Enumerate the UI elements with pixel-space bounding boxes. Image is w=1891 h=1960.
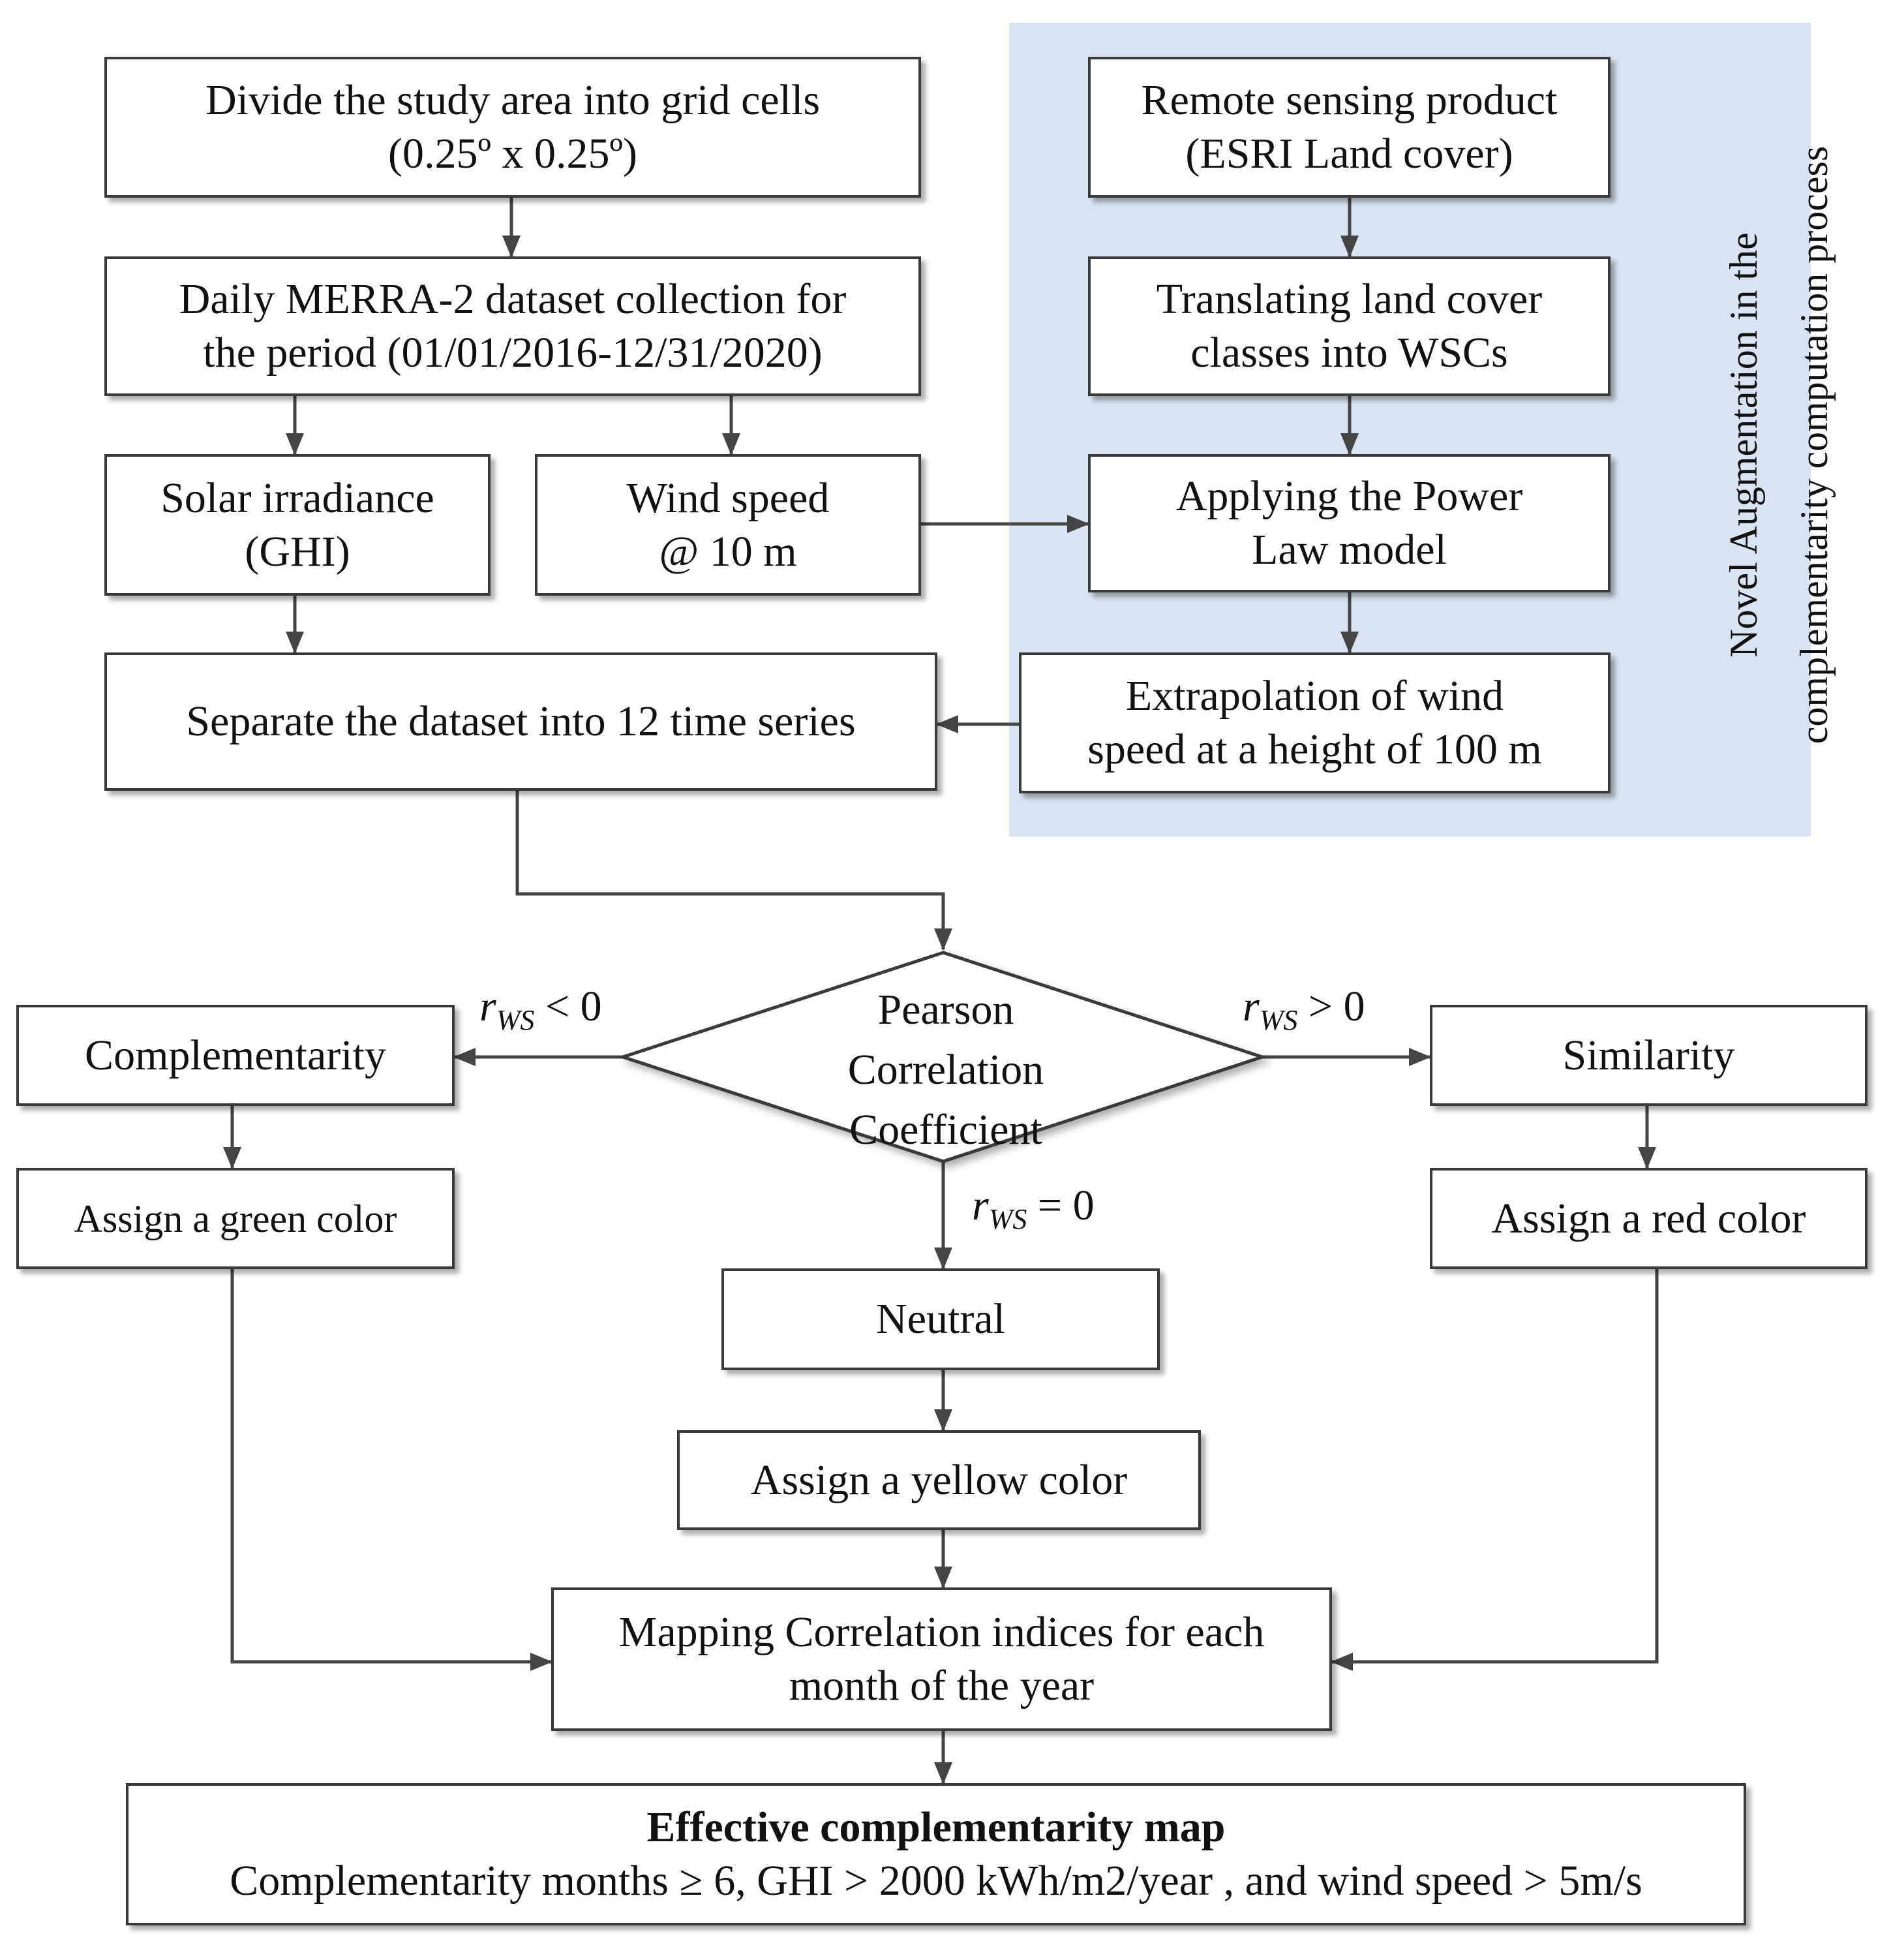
effective-map-box: Effective complementarity map Complement… xyxy=(126,1783,1746,1925)
pearson-correlation-label: Pearson Correlation Coefficient xyxy=(848,986,1044,1154)
power-law-line1: Applying the Power xyxy=(1175,472,1523,520)
solar-irradiance-line1: Solar irradiance xyxy=(160,474,434,522)
wind-speed-line1: Wind speed xyxy=(626,474,830,522)
separate-dataset-line1: Separate the dataset into 12 time series xyxy=(186,697,856,745)
separate-dataset-box: Separate the dataset into 12 time series xyxy=(104,652,937,791)
similarity-label: Similarity xyxy=(1562,1031,1735,1079)
condition-zero-sub: WS xyxy=(988,1203,1027,1235)
condition-zero-var: r xyxy=(972,1182,989,1229)
divide-grid-line1: Divide the study area into grid cells xyxy=(205,76,821,124)
wind-speed-box: Wind speed @ 10 m xyxy=(535,454,921,596)
neutral-box: Neutral xyxy=(721,1268,1160,1370)
solar-irradiance-box: Solar irradiance (GHI) xyxy=(104,454,491,596)
green-color-box: Assign a green color xyxy=(16,1168,455,1269)
translating-land-cover-line1: Translating land cover xyxy=(1156,275,1543,323)
pearson-line2: Coefficient xyxy=(849,1106,1042,1154)
remote-sensing-line2: (ESRI Land cover) xyxy=(1185,130,1513,177)
arrow-red-to-mapping xyxy=(1331,1269,1659,1671)
translating-land-cover-box: Translating land cover classes into WSCs xyxy=(1088,256,1611,396)
mapping-correlation-line1: Mapping Correlation indices for each xyxy=(618,1608,1265,1656)
merra-collection-box: Daily MERRA-2 dataset collection for the… xyxy=(104,256,921,396)
power-law-box: Applying the Power Law model xyxy=(1088,454,1611,592)
solar-irradiance-line2: (GHI) xyxy=(245,527,350,575)
complementarity-label: Complementarity xyxy=(85,1031,386,1079)
complementarity-box: Complementarity xyxy=(16,1005,455,1106)
arrow-separate-to-pearson xyxy=(515,791,952,951)
yellow-color-box: Assign a yellow color xyxy=(677,1430,1201,1530)
mapping-correlation-box: Mapping Correlation indices for each mon… xyxy=(551,1587,1332,1731)
arrow-green-to-mapping xyxy=(230,1269,552,1671)
divide-grid-box: Divide the study area into grid cells (0… xyxy=(104,57,921,198)
condition-negative-sub: WS xyxy=(496,1004,535,1036)
pearson-diamond xyxy=(617,951,1268,1163)
merra-collection-line2: the period (01/01/2016-12/31/2020) xyxy=(203,329,823,376)
red-color-box: Assign a red color xyxy=(1430,1168,1868,1269)
merra-collection-line1: Daily MERRA-2 dataset collection for xyxy=(179,275,847,323)
green-color-label: Assign a green color xyxy=(74,1197,397,1240)
remote-sensing-box: Remote sensing product (ESRI Land cover) xyxy=(1088,57,1611,198)
divide-grid-line2: (0.25º x 0.25º) xyxy=(388,130,637,177)
condition-negative-rel: < 0 xyxy=(534,983,602,1030)
wind-speed-line2: @ 10 m xyxy=(659,527,797,575)
similarity-box: Similarity xyxy=(1430,1005,1868,1106)
neutral-label: Neutral xyxy=(876,1295,1005,1343)
extrapolation-line2: speed at a height of 100 m xyxy=(1087,726,1542,773)
condition-positive-rel: > 0 xyxy=(1297,983,1365,1030)
mapping-correlation-line2: month of the year xyxy=(789,1662,1095,1709)
condition-negative: rWS < 0 xyxy=(479,982,602,1037)
yellow-color-label: Assign a yellow color xyxy=(750,1456,1128,1504)
condition-positive-sub: WS xyxy=(1259,1004,1298,1036)
condition-positive: rWS > 0 xyxy=(1243,982,1365,1037)
remote-sensing-line1: Remote sensing product xyxy=(1141,76,1558,124)
pearson-line1: Pearson Correlation xyxy=(847,986,1044,1094)
condition-zero-rel: = 0 xyxy=(1027,1182,1095,1229)
effective-map-title: Effective complementarity map xyxy=(646,1803,1226,1851)
condition-negative-var: r xyxy=(479,983,496,1030)
translating-land-cover-line2: classes into WSCs xyxy=(1190,329,1508,376)
condition-zero: rWS = 0 xyxy=(972,1181,1095,1236)
condition-positive-var: r xyxy=(1243,983,1260,1030)
extrapolation-box: Extrapolation of wind speed at a height … xyxy=(1019,652,1611,793)
power-law-line2: Law model xyxy=(1252,526,1447,574)
effective-map-criteria: Complementarity months ≥ 6, GHI > 2000 k… xyxy=(230,1857,1642,1905)
red-color-label: Assign a red color xyxy=(1491,1194,1806,1242)
extrapolation-line1: Extrapolation of wind xyxy=(1125,672,1504,720)
